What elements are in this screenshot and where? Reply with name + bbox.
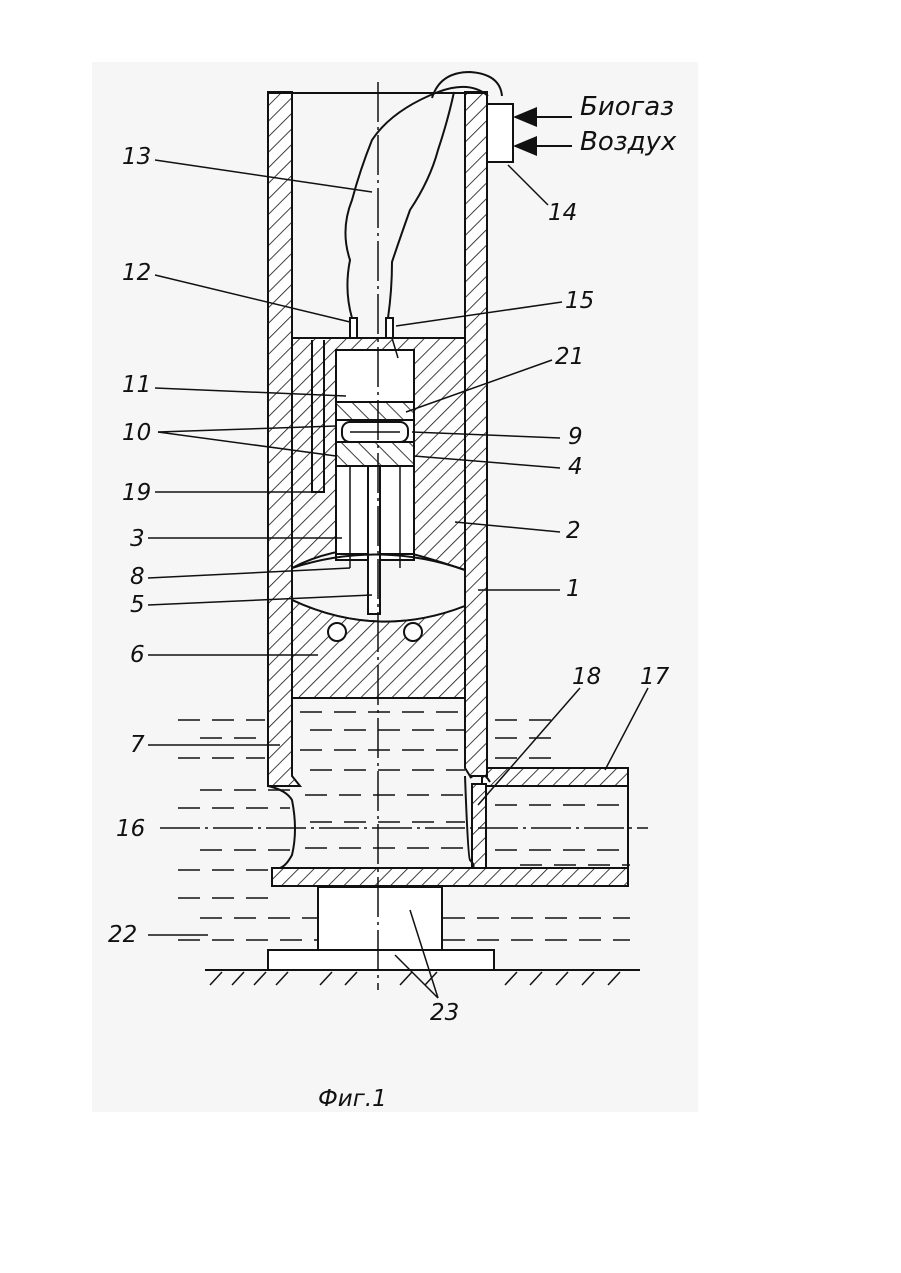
label-16: 16 (116, 816, 145, 842)
label-23: 23 (430, 1000, 459, 1026)
label-15: 15 (565, 288, 594, 314)
valve-flap (470, 774, 490, 868)
electrode-left (350, 318, 357, 338)
piston-block (336, 350, 414, 402)
label-21: 21 (555, 344, 584, 370)
label-3: 3 (130, 526, 145, 552)
label-air: Воздух (580, 127, 677, 157)
label-18: 18 (572, 664, 601, 690)
label-5: 5 (130, 592, 145, 618)
mixer-box (487, 104, 513, 162)
label-10: 10 (122, 420, 151, 446)
label-13: 13 (122, 144, 151, 170)
label-7: 7 (130, 732, 145, 758)
figure-caption: Фиг.1 (318, 1086, 387, 1112)
label-4: 4 (568, 454, 583, 480)
label-17: 17 (640, 664, 670, 690)
label-2: 2 (566, 518, 581, 544)
label-1: 1 (566, 576, 581, 602)
label-8: 8 (130, 564, 145, 590)
label-14: 14 (548, 200, 577, 226)
label-6: 6 (130, 642, 145, 668)
guide-block (336, 442, 414, 466)
label-9: 9 (568, 424, 583, 450)
electrode-right (386, 318, 393, 338)
label-19: 19 (122, 480, 151, 506)
label-biogas: Биогаз (580, 92, 674, 122)
label-12: 12 (122, 260, 151, 286)
label-22: 22 (108, 922, 137, 948)
seal-block (336, 402, 414, 420)
label-11: 11 (122, 372, 151, 398)
